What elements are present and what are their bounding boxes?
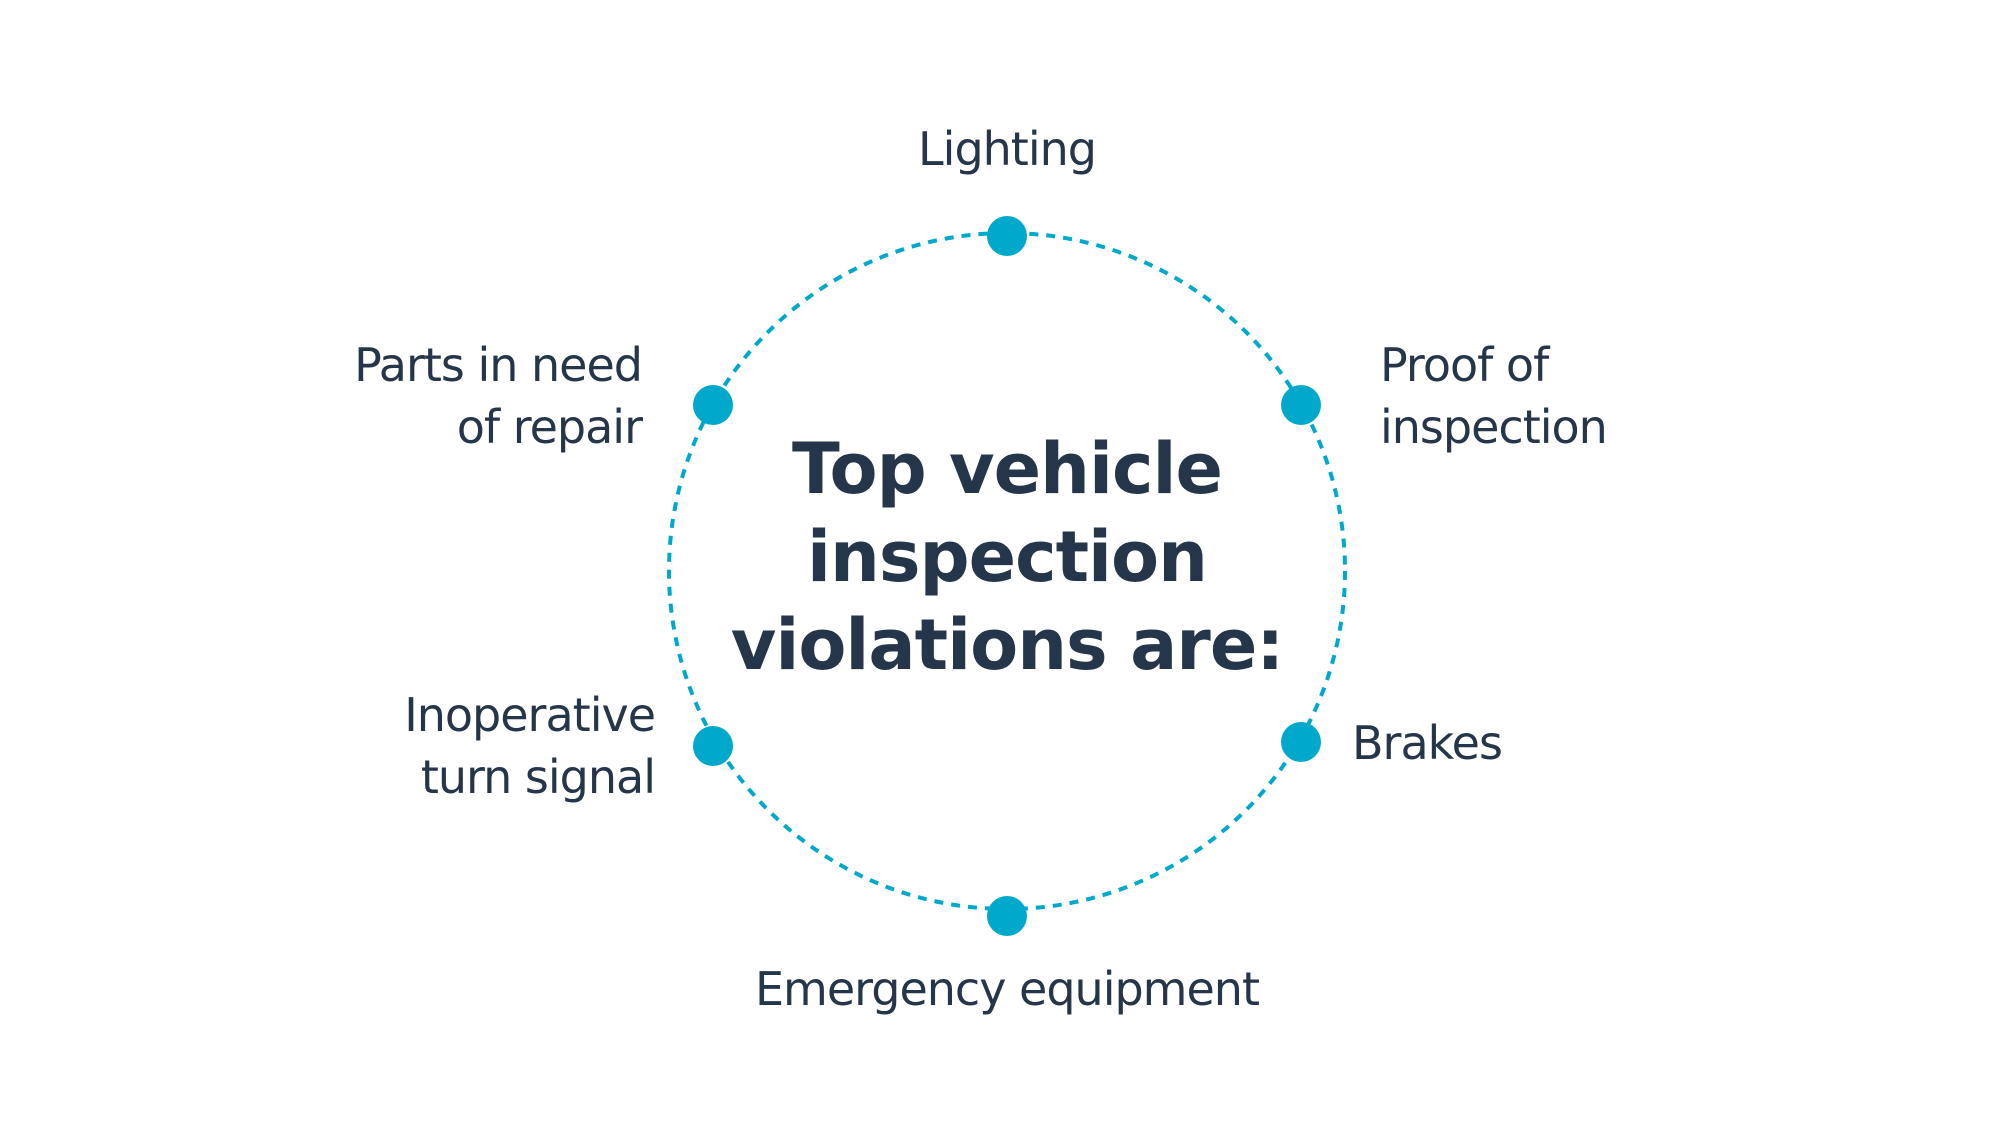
- node-dot-parts-in-need-of-repair: [693, 385, 733, 425]
- label-proof-of-inspection: Proof of inspection: [1380, 334, 1608, 458]
- label-inoperative-turn-signal: Inoperative turn signal: [404, 684, 656, 808]
- label-parts-line-1: Parts in need: [354, 338, 643, 392]
- label-emergency-line-1: Emergency equipment: [754, 962, 1260, 1016]
- diagram-title: Top vehicle inspection violations are:: [707, 425, 1307, 689]
- label-parts-in-need-of-repair: Parts in need of repair: [354, 334, 643, 458]
- title-line-1: Top vehicle: [792, 428, 1223, 510]
- node-dot-emergency-equipment: [987, 896, 1027, 936]
- node-dot-brakes: [1281, 722, 1321, 762]
- label-turn-signal-line-1: Inoperative: [404, 688, 656, 742]
- label-brakes-line-1: Brakes: [1352, 716, 1503, 770]
- label-emergency-equipment: Emergency equipment: [707, 958, 1307, 1020]
- title-line-3: violations are:: [730, 604, 1285, 686]
- label-lighting-line-1: Lighting: [918, 122, 1097, 176]
- title-line-2: inspection: [807, 516, 1208, 598]
- label-lighting: Lighting: [907, 118, 1107, 180]
- label-brakes: Brakes: [1352, 712, 1503, 774]
- label-proof-line-1: Proof of: [1380, 338, 1549, 392]
- node-dot-proof-of-inspection: [1281, 385, 1321, 425]
- label-proof-line-2: inspection: [1380, 400, 1608, 454]
- label-parts-line-2: of repair: [456, 400, 643, 454]
- label-turn-signal-line-2: turn signal: [420, 750, 656, 804]
- node-dot-inoperative-turn-signal: [693, 726, 733, 766]
- node-dot-lighting: [987, 216, 1027, 256]
